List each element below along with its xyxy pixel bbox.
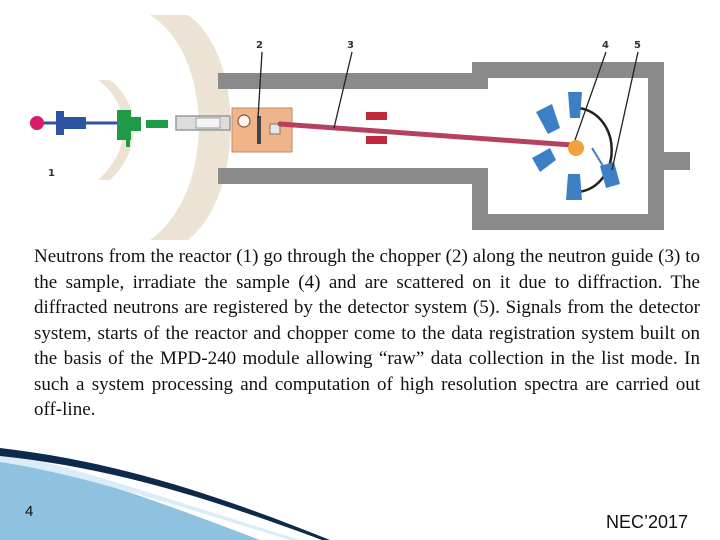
detector-bank-bottom [566,174,582,200]
footer-wave-dark [0,448,330,540]
footer-label: NEC’2017 [606,512,689,532]
reactor-inner-shield [98,80,134,180]
source-green-block [117,110,131,140]
source-green-tube [131,117,141,131]
detector-arc [575,106,613,194]
callout-guide: 3 [347,40,354,51]
source-green-bar [146,120,168,128]
reactor-outer-shield [150,15,231,240]
beam-line [277,121,575,148]
beam-stop [664,152,690,170]
chopper-disk-icon [237,114,251,128]
instrument-diagram: 2 3 4 5 1 [30,15,690,240]
collimator-insert [195,117,221,129]
source-magenta-dot [30,116,44,130]
callout-chopper: 2 [256,40,263,51]
chopper-window [269,123,281,135]
callout-sample: 4 [602,40,609,51]
chopper [231,107,293,153]
neutron-beam [277,112,575,148]
guide-bottom-wall [218,168,472,184]
callout-detector: 5 [634,40,641,51]
source-blue-tube [64,117,86,129]
detector-bank-top [568,92,582,118]
detector-bank-upper-left [536,104,560,134]
footer-wave-pale [0,452,300,540]
neutron-source [30,110,168,147]
leader-chopper [257,51,263,119]
callout-reactor: 1 [48,168,55,179]
beam-collimator-bottom [366,136,387,144]
footer-wave-decoration [0,448,330,540]
beam-collimator-top [366,112,387,120]
detector-bank-lower-left [532,148,556,172]
page-number: 4 [25,503,34,520]
detector-bank-right [600,162,620,188]
leader-guide [333,51,353,129]
callout-leaders [257,51,639,171]
leader-sample [574,51,607,141]
chopper-housing [231,107,293,153]
source-blue-block [56,111,64,135]
detector-connector [591,147,604,167]
reactor-shield [98,15,231,240]
leader-detector [611,51,639,171]
chopper-blade [257,116,261,144]
footer-wave-light [0,458,260,540]
sample-dot [568,140,584,156]
diagram-caption: Neutrons from the reactor (1) go through… [34,246,700,420]
detector-system [532,92,620,200]
